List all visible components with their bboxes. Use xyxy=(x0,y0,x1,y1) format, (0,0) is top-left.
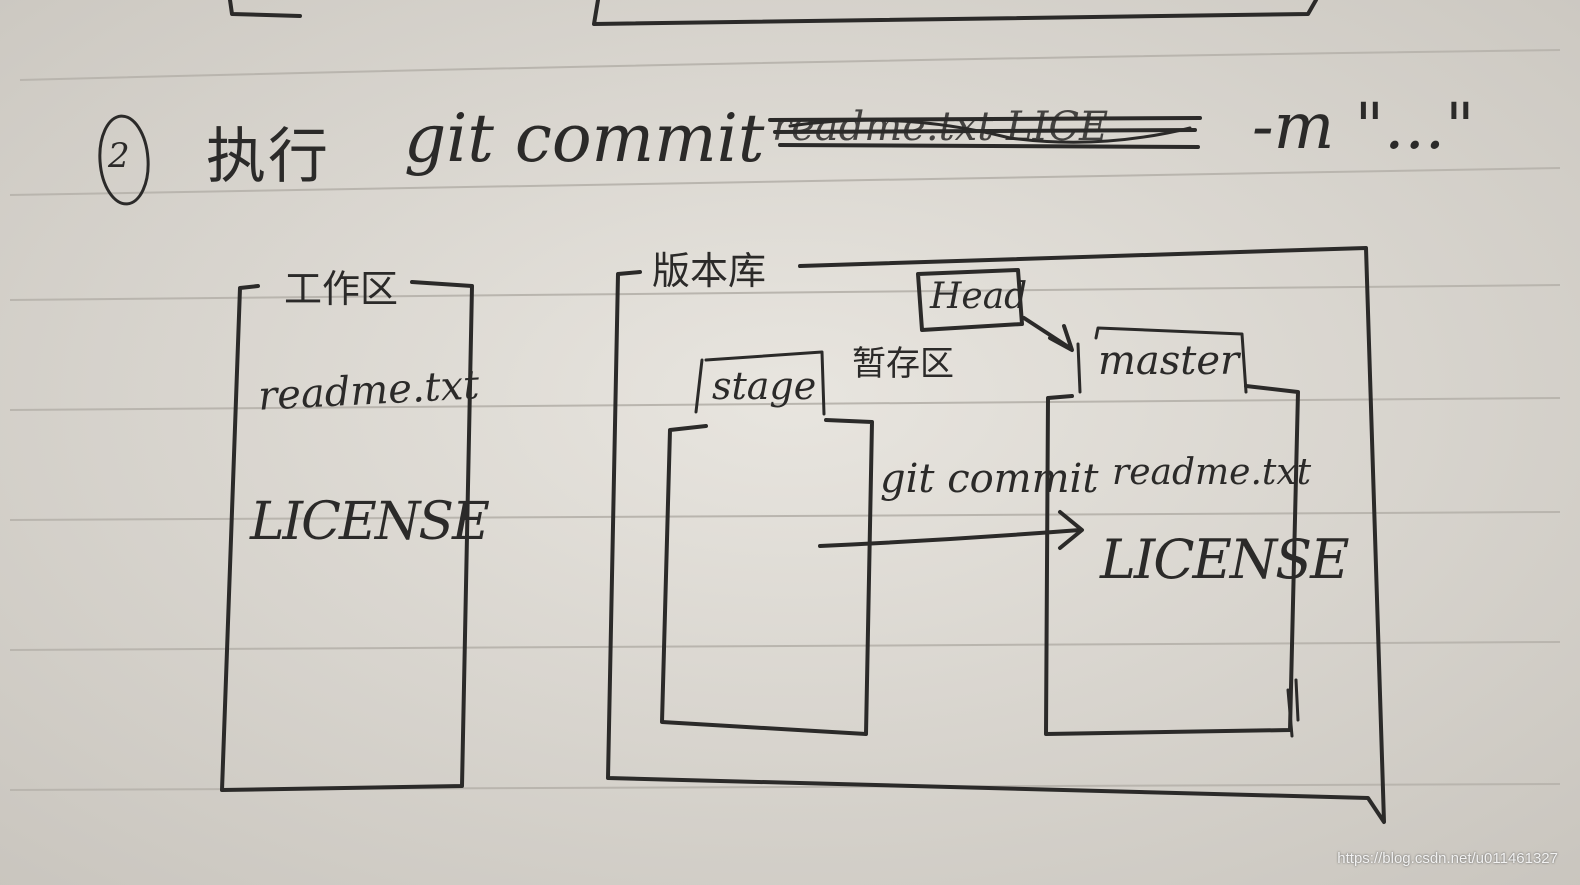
working-area-box xyxy=(220,280,474,792)
struck-text: readme.txt LICE xyxy=(772,104,1109,150)
stage-caption: 暂存区 xyxy=(852,344,954,384)
message-flag: -m "..." xyxy=(1252,90,1475,164)
head-label: Head xyxy=(930,276,1028,317)
master-content-box-shadow xyxy=(1286,678,1300,738)
stage-area-box xyxy=(660,418,874,736)
branch-label: master xyxy=(1098,338,1240,384)
stage-label-box xyxy=(694,350,826,416)
branch-file-2: LICENSE xyxy=(1100,528,1350,591)
step-number: 2 xyxy=(108,136,130,176)
repository-box xyxy=(606,246,1386,824)
watermark: https://blog.csdn.net/u011461327 xyxy=(1337,850,1558,867)
git-commit-arrow xyxy=(818,510,1084,550)
branch-file-1: readme.txt xyxy=(1112,452,1312,493)
head-to-master-arrow xyxy=(1022,316,1074,352)
step-command: git commit xyxy=(404,100,765,177)
repository-title: 版本库 xyxy=(652,249,767,293)
master-label-box xyxy=(1076,326,1248,394)
master-content-box xyxy=(1044,384,1300,736)
strikethrough-scribble xyxy=(768,116,1202,149)
working-area-title: 工作区 xyxy=(284,267,399,311)
working-area-file-2: LICENSE xyxy=(250,492,490,552)
head-box xyxy=(916,268,1024,332)
arrow-label: git commit xyxy=(880,456,1099,502)
previous-section-box xyxy=(228,0,1318,26)
step-number-circle xyxy=(98,114,150,206)
step-verb: 执行 xyxy=(206,122,330,192)
stage-label: stage xyxy=(712,364,817,408)
